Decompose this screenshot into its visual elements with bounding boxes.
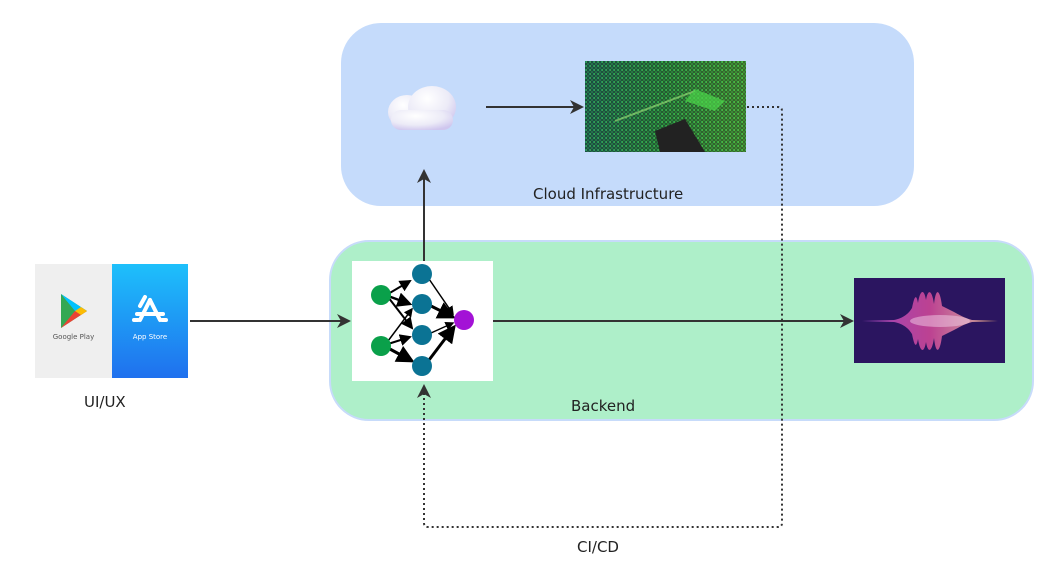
- cloud-icon: [388, 86, 456, 130]
- ui-ux-label: UI/UX: [84, 393, 126, 411]
- neural-network-icon: [371, 264, 474, 376]
- google-play-icon: [61, 294, 87, 328]
- cicd-label: CI/CD: [577, 538, 619, 556]
- neural-network-node: [352, 261, 493, 381]
- nn-input-node: [371, 336, 391, 356]
- nn-hidden-node: [412, 264, 432, 284]
- audio-waveform-image: [854, 278, 1005, 363]
- google-play-label: Google Play: [52, 333, 95, 341]
- app-stores-node: Google Play App Store: [35, 264, 188, 378]
- point-cloud-image: [585, 61, 746, 152]
- app-store-icon: [132, 295, 168, 322]
- nn-hidden-node: [412, 294, 432, 314]
- google-play-tile: Google Play: [35, 264, 112, 378]
- backend-label: Backend: [571, 397, 636, 415]
- nn-input-node: [371, 285, 391, 305]
- cicd-dotted-connector: [417, 106, 783, 528]
- app-store-tile: App Store: [112, 264, 188, 378]
- cloud-infrastructure-label: Cloud Infrastructure: [533, 185, 684, 203]
- nn-output-node: [454, 310, 474, 330]
- app-store-label: App Store: [132, 333, 168, 341]
- nn-hidden-node: [412, 356, 432, 376]
- nn-hidden-node: [412, 325, 432, 345]
